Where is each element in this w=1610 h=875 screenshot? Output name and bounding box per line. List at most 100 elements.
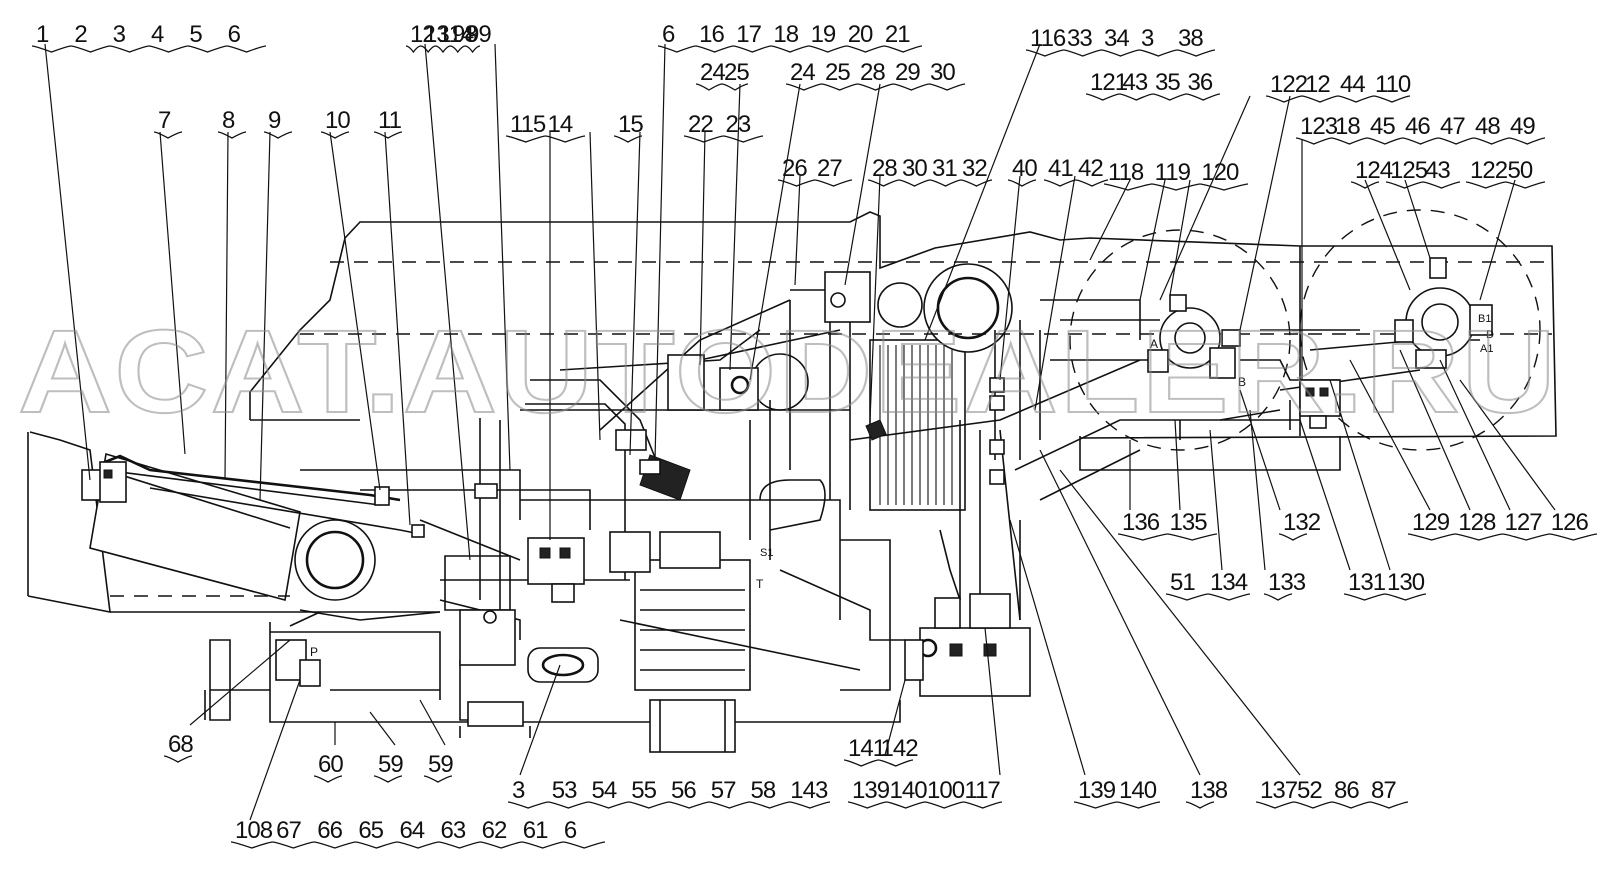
callout-number: 43: [1123, 69, 1148, 96]
callout-number: 16: [699, 21, 724, 48]
callout-brace: [373, 775, 403, 783]
callout-number: 44: [1340, 71, 1365, 98]
callout-brace: [153, 131, 183, 139]
callout-number: 141: [848, 735, 886, 762]
callout-number: 31: [932, 155, 957, 182]
callout-number: 43: [1425, 157, 1450, 184]
callout-number: 67: [276, 817, 301, 844]
watermark: ACAT.AUTODEALER.RU: [18, 306, 1558, 438]
callout-number: 3: [113, 21, 126, 48]
callout-number: 55: [631, 777, 656, 804]
callout-number: 6: [662, 21, 675, 48]
leader-lines: [44, 43, 1556, 821]
callout-number: 142: [881, 735, 919, 762]
callout-number: 62: [482, 817, 507, 844]
callout-number: 134: [1210, 569, 1248, 596]
callout-brace: [683, 135, 764, 143]
callout-number: 125: [1390, 157, 1428, 184]
callout-number: 42: [1078, 155, 1103, 182]
callout-number: 15: [618, 111, 643, 138]
callout-number: 21: [885, 21, 910, 48]
callout-number: 116: [1030, 25, 1066, 52]
callout-brace: [163, 755, 193, 763]
callout-number: 68: [168, 731, 193, 758]
callout-number: 135: [1170, 509, 1208, 536]
callout-brace: [1025, 49, 1216, 57]
callout-brace: [1103, 183, 1249, 191]
callout-brace: [1295, 137, 1546, 145]
callout-number: 133: [1268, 569, 1306, 596]
callout-brace: [1407, 533, 1598, 541]
callout-brace: [313, 775, 343, 783]
callout-number: 124: [1355, 157, 1393, 184]
callout-number: 128: [1458, 509, 1496, 536]
callout-brace: [777, 179, 853, 187]
callout-brace: [1117, 533, 1218, 541]
machine-outline: [27, 209, 1557, 753]
callout-number: 12: [1305, 71, 1330, 98]
callout-number: 29: [895, 59, 920, 86]
callout-brace: [1263, 593, 1293, 601]
callout-number: 40: [1012, 155, 1037, 182]
callout-number: 26: [782, 155, 807, 182]
callout-number: 64: [399, 817, 424, 844]
callout-number: 4: [151, 21, 164, 48]
callout-number: 6: [228, 21, 241, 48]
callout-number: 23: [726, 111, 751, 138]
callout-number: 139: [852, 777, 890, 804]
callout-number: 87: [1371, 777, 1396, 804]
callout-number: 58: [751, 777, 776, 804]
callout-brace: [785, 83, 966, 91]
callout-brace: [657, 45, 923, 53]
callout-number: 7: [158, 107, 171, 134]
callout-number: 52: [1297, 777, 1322, 804]
callout-brace: [1007, 179, 1037, 187]
callout-number: 11: [378, 107, 402, 134]
callout-brace: [1343, 593, 1427, 601]
port-b1: B1: [1478, 313, 1491, 325]
callout-number: 28: [860, 59, 885, 86]
callout-brace: [217, 131, 247, 139]
callout-brace: [505, 135, 586, 143]
callout-number: 53: [552, 777, 577, 804]
port-d: D: [1486, 329, 1494, 341]
callout-number: 38: [1178, 25, 1203, 52]
port-t: T: [756, 577, 764, 591]
callout-number: 60: [318, 751, 343, 778]
callout-number: 25: [724, 59, 749, 86]
callout-brace: [373, 131, 403, 139]
callout-brace: [847, 801, 1003, 809]
callout-number: 119: [1155, 159, 1191, 186]
callout-number: 137: [1260, 777, 1298, 804]
callout-number: 18: [773, 21, 798, 48]
callout-brace: [1385, 181, 1461, 189]
callout-brace: [1465, 181, 1546, 189]
callout-number: 35: [1155, 69, 1180, 96]
callout-number: 49: [1510, 113, 1535, 140]
callout-brace: [695, 83, 749, 91]
callout-number: 63: [441, 817, 466, 844]
callout-number: 14: [548, 111, 573, 138]
callout-number: 34: [1104, 25, 1129, 52]
callout-brace: [507, 801, 831, 809]
callout-brace: [1043, 179, 1109, 187]
callout-number: 27: [817, 155, 842, 182]
callout-number: 115: [510, 111, 546, 138]
callout-brace: [1278, 533, 1308, 541]
callout-number: 136: [1122, 509, 1160, 536]
callout-number: 3: [1141, 25, 1154, 52]
callout-number: 86: [1334, 777, 1359, 804]
callout-number: 98: [452, 21, 477, 48]
port-a: A: [1150, 337, 1158, 351]
callout-number: 140: [890, 777, 928, 804]
callout-number: 123: [1300, 113, 1338, 140]
callout-brace: [31, 45, 267, 53]
callout-number: 8: [222, 107, 235, 134]
callout-brace: [263, 131, 293, 139]
callout-number: 117: [965, 777, 1001, 804]
callout-number: 61: [523, 817, 548, 844]
callout-number: 57: [711, 777, 736, 804]
